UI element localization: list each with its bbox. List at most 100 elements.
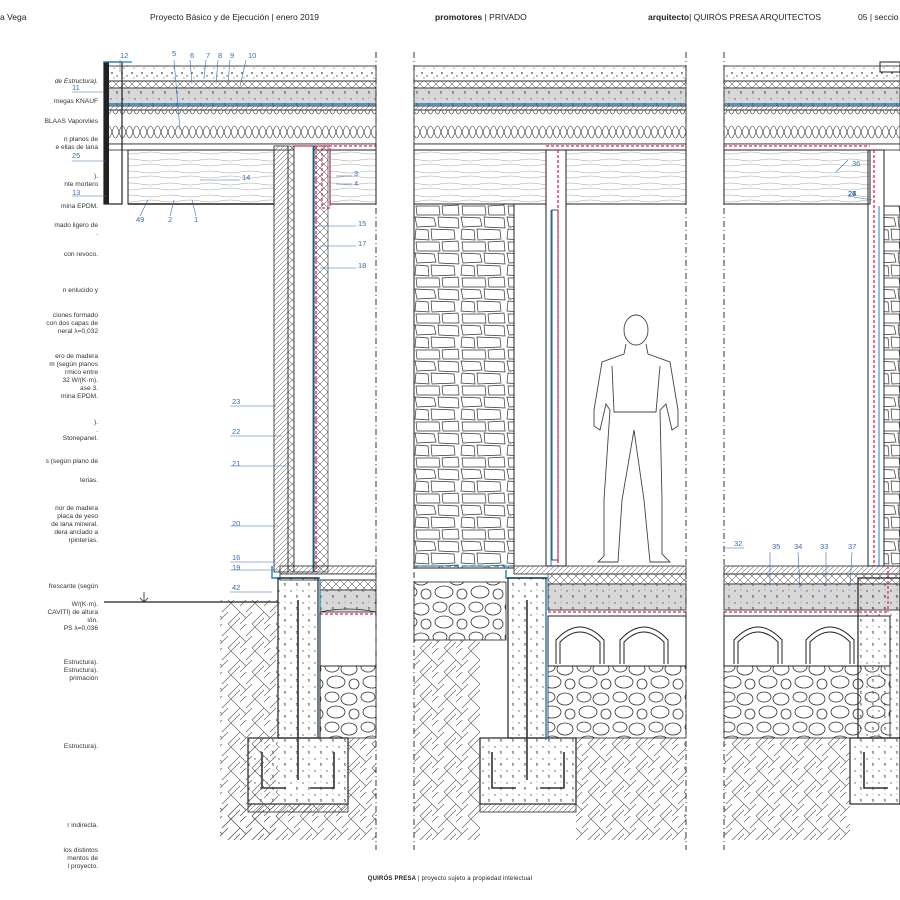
callout-21: 21 xyxy=(232,459,240,468)
legend-entry: con revoco. xyxy=(0,251,98,259)
legend-line: l proyecto. xyxy=(67,863,98,870)
legend-line: mado ligero de xyxy=(54,222,98,229)
callout-17: 17 xyxy=(358,239,366,248)
legend-line: ciones formado xyxy=(52,312,98,319)
footer-brand: QUIRÓS PRESA xyxy=(367,876,417,882)
legend-line: nte mortero xyxy=(64,181,98,188)
legend-line: Estructura). xyxy=(63,659,98,666)
footer-text: | proyecto sujeto a propiedad intelectua… xyxy=(416,876,533,882)
legend-line: rmico entre xyxy=(65,369,98,376)
callout-4: 4 xyxy=(354,179,358,188)
legend-entry: de Estructura). xyxy=(0,78,98,86)
callout-32: 32 xyxy=(734,539,742,548)
legend-line: mentos de xyxy=(67,855,98,862)
legend-line: CAVITI) de altura xyxy=(47,609,98,616)
callout-5: 5 xyxy=(172,49,176,58)
footer: QUIRÓS PRESA | proyecto sujeto a propied… xyxy=(0,876,900,882)
architect-value: | QUIRÓS PRESA ARQUITECTOS xyxy=(689,12,822,22)
legend-entry: s (según plano de xyxy=(0,458,98,466)
callout-19: 19 xyxy=(232,563,240,572)
callout-leaders xyxy=(72,59,873,593)
callout-13: 13 xyxy=(72,188,80,197)
legend-line: mina EPDM. xyxy=(60,203,98,210)
callout-27: 27 xyxy=(848,189,856,198)
header-owner: a Vega xyxy=(0,12,27,22)
callout-14: 14 xyxy=(242,173,250,182)
legend-entry: n enlucido y xyxy=(0,287,98,295)
legend-line: Estructura). xyxy=(63,743,98,750)
legend-line: ión. xyxy=(87,617,98,624)
legend-line: m (según planos xyxy=(49,361,98,368)
legend-line: frescante (según xyxy=(48,583,98,590)
legend-line: Stonepanel. xyxy=(62,435,98,442)
legend-line: mina EPDM. xyxy=(60,393,98,400)
legend-line: . xyxy=(96,427,98,434)
legend-line: rpinterías. xyxy=(68,537,98,544)
callout-10: 10 xyxy=(248,51,256,60)
legend-line: PS λ=0,036 xyxy=(63,625,98,632)
legend-entry: r indirecta. xyxy=(0,822,98,830)
legend-line: los distintos xyxy=(63,847,98,854)
callout-22: 22 xyxy=(232,427,240,436)
header-project: Proyecto Básico y de Ejecución | enero 2… xyxy=(150,12,320,22)
legend-entry: Estructura). xyxy=(0,743,98,751)
promoter-label: promotores xyxy=(435,12,483,22)
legend-entry: mina EPDM. xyxy=(0,203,98,211)
legend-line: ). xyxy=(93,419,98,426)
legend-line: ). xyxy=(93,173,98,180)
callout-42: 42 xyxy=(232,583,240,592)
legend: de Estructura). megas KNAUF BLAAS Vaporvli… xyxy=(0,0,98,900)
header-promoter: promotores | PRIVADO xyxy=(435,12,527,22)
callout-36: 36 xyxy=(852,159,860,168)
legend-entry: megas KNAUF xyxy=(0,98,98,106)
promoter-value: | PRIVADO xyxy=(482,12,527,22)
callout-26: 26 xyxy=(848,189,856,198)
legend-entry: BLAAS Vaporvlies xyxy=(0,118,98,126)
legend-line: n planos de xyxy=(63,136,98,143)
callout-34: 34 xyxy=(794,542,802,551)
callout-18: 18 xyxy=(358,261,366,270)
section-panel-3 xyxy=(723,52,900,850)
legend-line: de lana mineral. xyxy=(51,521,98,528)
legend-entry: )..Stonepanel. xyxy=(0,419,98,443)
callout-11: 11 xyxy=(72,83,80,92)
architect-label: arquitecto xyxy=(648,12,690,22)
legend-line: e ellas de lana xyxy=(55,144,98,151)
legend-line: s (según plano de xyxy=(45,458,98,465)
callout-24: 24 xyxy=(848,189,856,198)
callout-35: 35 xyxy=(772,542,780,551)
callout-15: 15 xyxy=(358,219,366,228)
legend-line: dera anclado a xyxy=(54,529,98,536)
callout-20: 20 xyxy=(232,519,240,528)
callout-1: 1 xyxy=(194,215,198,224)
callout-2: 2 xyxy=(168,215,172,224)
callout-6: 6 xyxy=(190,51,194,60)
legend-line: 32 W/(K·m). xyxy=(62,377,98,384)
callout-9: 9 xyxy=(230,51,234,60)
legend-line: ero de madera xyxy=(55,353,98,360)
section-panel-2 xyxy=(413,52,687,850)
legend-entry: frescante (según xyxy=(0,583,98,591)
legend-line: con revoco. xyxy=(63,251,98,258)
callout-25: 25 xyxy=(72,151,80,160)
legend-entry: Estructura).Estructura).primación xyxy=(0,659,98,683)
callout-12: 12 xyxy=(120,51,128,60)
header-sheet: 05 | seccio xyxy=(858,12,899,22)
legend-line: W/(K·m). xyxy=(71,601,98,608)
legend-line: neral λ=0,032 xyxy=(57,328,98,335)
callout-7: 7 xyxy=(206,51,210,60)
legend-line: r indirecta. xyxy=(67,822,98,829)
legend-line: con dos capas de xyxy=(46,320,98,327)
legend-line: n enlucido y xyxy=(62,287,98,294)
legend-entry: mado ligero de. xyxy=(0,222,98,238)
legend-line: BLAAS Vaporvlies xyxy=(44,118,98,125)
callout-37: 37 xyxy=(848,542,856,551)
legend-line: primación xyxy=(69,675,98,682)
